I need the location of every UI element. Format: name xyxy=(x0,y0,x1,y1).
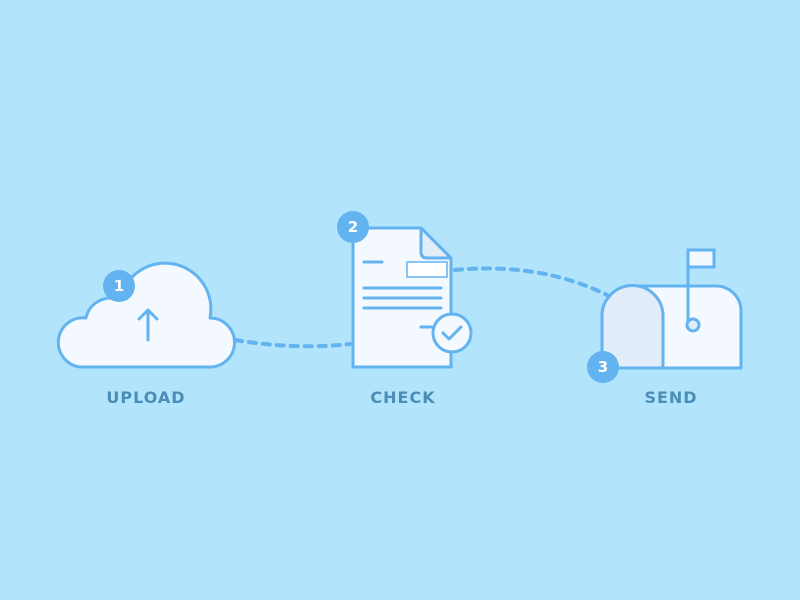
step-1-badge: 1 xyxy=(103,270,135,302)
connector-check-send xyxy=(453,266,609,297)
step-3-badge: 3 xyxy=(587,351,619,383)
step-2-badge: 2 xyxy=(337,211,369,243)
svg-text:1: 1 xyxy=(114,277,124,295)
svg-text:3: 3 xyxy=(598,358,608,376)
document-check-icon xyxy=(351,226,473,369)
connector-upload-check xyxy=(233,338,352,349)
cloud-upload-icon xyxy=(56,261,236,369)
svg-text:2: 2 xyxy=(348,218,358,236)
mailbox-icon xyxy=(600,248,743,370)
step-label-check: CHECK xyxy=(370,388,436,407)
step-label-send: SEND xyxy=(644,388,698,407)
step-label-upload: UPLOAD xyxy=(106,388,186,407)
